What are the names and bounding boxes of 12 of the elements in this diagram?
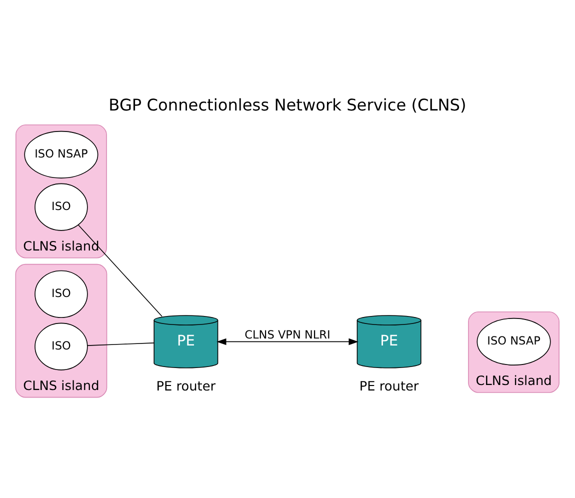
node-ellipse: ISO — [34, 322, 88, 370]
node-ellipse: ISO — [34, 270, 88, 318]
edge-label: CLNS VPN NLRI — [244, 328, 330, 342]
node-ellipse: ISO NSAP — [476, 318, 551, 366]
node-ellipse: ISO NSAP — [24, 130, 98, 178]
connector — [78, 224, 162, 317]
node-label: PE router — [359, 380, 419, 395]
diagram-title: BGP Connectionless Network Service (CLNS) — [108, 95, 466, 114]
connector — [87, 342, 154, 346]
node-label: PE router — [156, 380, 216, 395]
arrow — [216, 338, 358, 346]
node-ellipse: ISO — [34, 183, 88, 231]
